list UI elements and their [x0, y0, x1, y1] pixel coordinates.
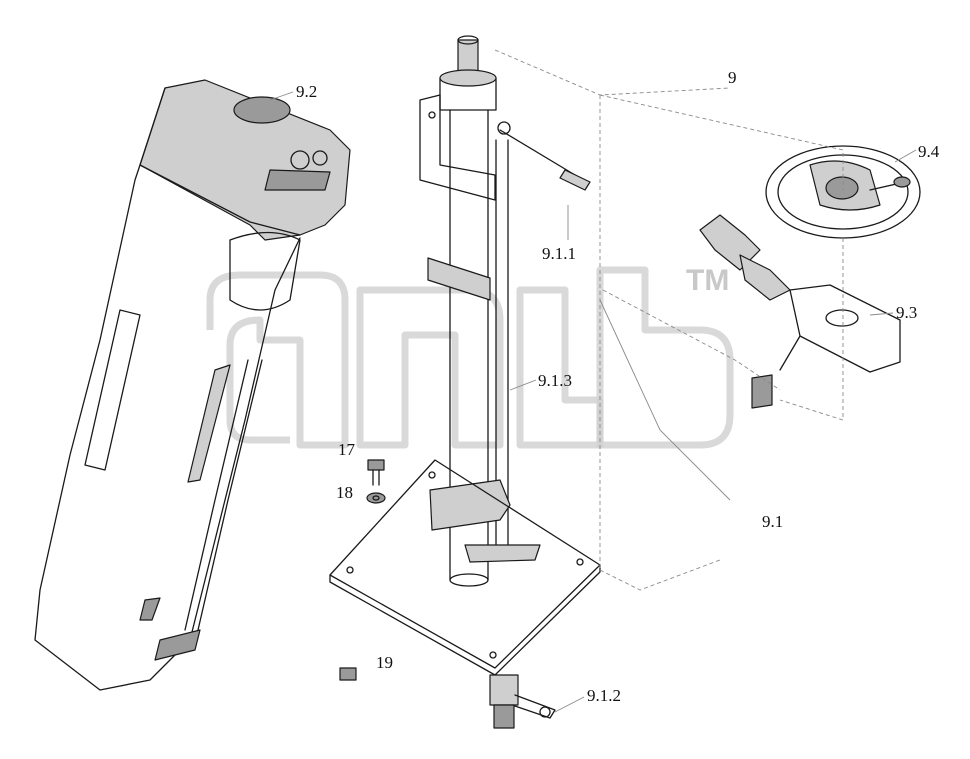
nut-19: [339, 667, 357, 681]
label-9-1-1: 9.1.1: [542, 244, 576, 263]
label-18: 18: [336, 483, 353, 502]
watermark-trademark: TM: [686, 264, 729, 297]
combination-switch-9-3: [699, 214, 901, 409]
label-9-1: 9.1: [762, 512, 783, 531]
leader-lines: [269, 49, 917, 713]
steering-column-9-1: [329, 35, 601, 729]
column-shroud-9-2: [34, 79, 351, 691]
label-9-4: 9.4: [918, 142, 940, 161]
label-9-1-2: 9.1.2: [587, 686, 621, 705]
label-19: 19: [376, 653, 393, 672]
label-9: 9: [728, 68, 737, 87]
label-9-1-3: 9.1.3: [538, 371, 572, 390]
label-9-2: 9.2: [296, 82, 317, 101]
bolt-17: [367, 459, 385, 486]
label-9-3: 9.3: [896, 303, 917, 322]
steering-wheel-9-4: [765, 145, 921, 239]
label-17: 17: [338, 440, 356, 459]
washer-18: [366, 492, 386, 504]
